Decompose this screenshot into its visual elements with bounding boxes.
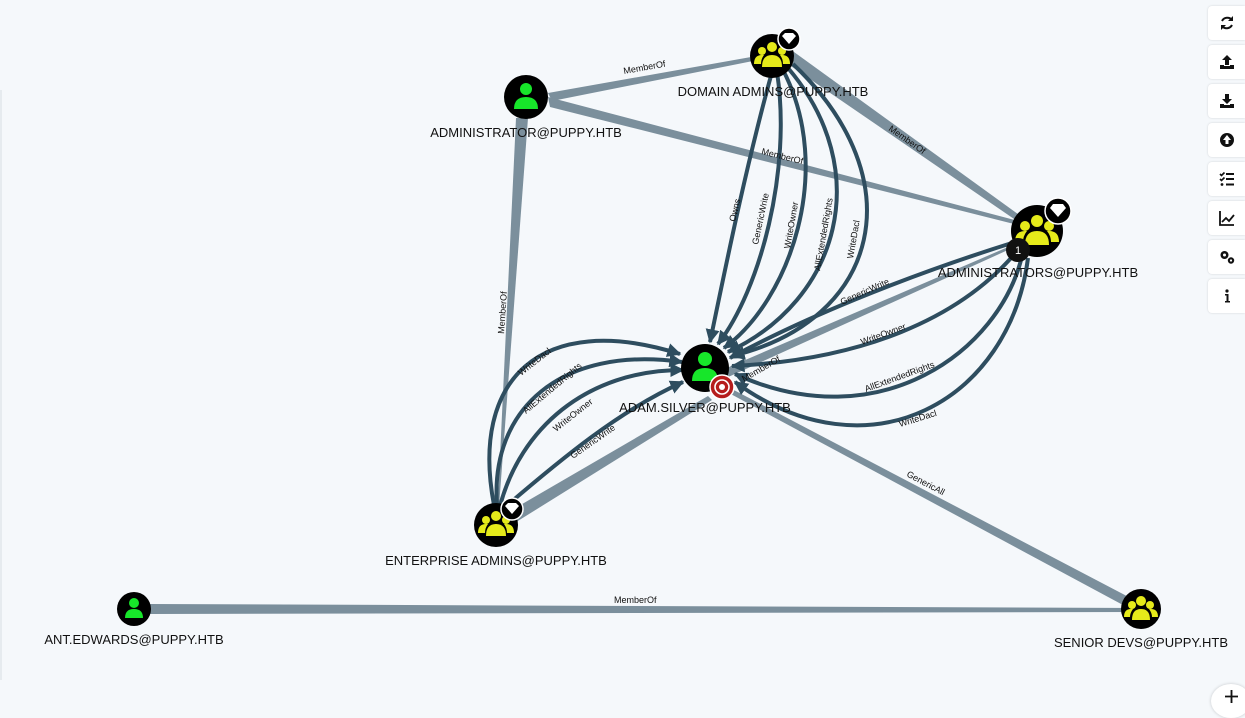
node-enterprise-admins[interactable]: ENTERPRISE ADMINS@PUPPY.HTB [385, 497, 607, 568]
refresh-icon [1220, 16, 1233, 30]
stats-button[interactable] [1208, 201, 1245, 235]
edge-da-allextended[interactable] [726, 66, 839, 354]
node-domain-admins[interactable]: DOMAIN ADMINS@PUPPY.HTB [678, 27, 869, 99]
node-ant-edwards[interactable]: ANT.EDWARDS@PUPPY.HTB [44, 592, 224, 647]
edge-ads-writedacl[interactable] [733, 257, 1030, 428]
node-administrators[interactable]: 1 ADMINISTRATORS@PUPPY.HTB [938, 197, 1138, 280]
edge-da-genericwrite[interactable] [716, 71, 783, 346]
group-icon [478, 511, 514, 536]
edge-label-ads-writedacl: WriteDacl [898, 408, 938, 429]
edge-adam-silver-administrators[interactable] [722, 238, 1030, 378]
group-icon [1015, 215, 1059, 245]
refresh-button[interactable] [1208, 6, 1245, 40]
edge-ea-allextended[interactable] [494, 353, 684, 506]
edge-da-owns[interactable] [705, 71, 774, 344]
upload-icon [1219, 55, 1234, 69]
download-icon [1219, 94, 1234, 108]
edge-administrator-administrators[interactable] [548, 97, 1030, 228]
node-senior-devs[interactable]: SENIOR DEVS@PUPPY.HTB [1054, 589, 1228, 650]
edge-ads-allextended[interactable] [733, 255, 1024, 399]
edge-enterprise-admins-adam-silver-thick[interactable] [505, 396, 712, 524]
edge-ea-writeowner[interactable] [498, 363, 685, 507]
info-icon [1224, 289, 1230, 303]
edge-ads-genericwrite[interactable] [728, 240, 1016, 360]
cogs-icon [1220, 251, 1234, 264]
node-label-administrators: ADMINISTRATORS@PUPPY.HTB [938, 265, 1138, 280]
node-label-adam-silver: ADAM.SILVER@PUPPY.HTB [619, 400, 791, 415]
download-button[interactable] [1208, 84, 1245, 118]
edge-senior-devs-adam-silver[interactable] [727, 388, 1142, 612]
target-badge-icon [709, 374, 735, 400]
edge-ant-edwards-senior-devs[interactable] [150, 604, 1140, 614]
count-badge: 1 [1006, 238, 1030, 262]
chart-line-icon [1218, 211, 1235, 226]
node-label-enterprise-admins: ENTERPRISE ADMINS@PUPPY.HTB [385, 553, 607, 568]
group-icon [1124, 596, 1158, 620]
diamond-badge-icon [777, 27, 801, 51]
node-label-administrator: ADMINISTRATOR@PUPPY.HTB [430, 125, 622, 140]
user-icon [514, 83, 538, 109]
node-adam-silver[interactable]: ADAM.SILVER@PUPPY.HTB [619, 344, 791, 415]
edge-ea-genericwrite[interactable] [502, 380, 685, 510]
node-label-senior-devs: SENIOR DEVS@PUPPY.HTB [1054, 635, 1228, 650]
list-check-icon [1218, 171, 1234, 186]
upload-data-button[interactable] [1208, 123, 1245, 157]
diamond-badge-icon [500, 497, 524, 521]
edge-ads-writeowner[interactable] [730, 248, 1020, 373]
edge-label-da-owns: Owns [727, 197, 742, 222]
graph-toolbar [1208, 6, 1245, 318]
left-panel-edge [0, 90, 2, 680]
node-label-domain-admins: DOMAIN ADMINS@PUPPY.HTB [678, 84, 869, 99]
settings-button[interactable] [1208, 240, 1245, 274]
edge-label-da-admins: MemberOf [887, 123, 928, 156]
edge-label-admin-ea: MemberOf [496, 291, 509, 335]
plus-icon [1224, 690, 1238, 703]
edge-administrator-enterprise-admins[interactable] [497, 118, 528, 520]
diamond-badge-icon [1044, 197, 1072, 225]
user-icon [692, 352, 718, 381]
queries-button[interactable] [1208, 162, 1245, 196]
edge-administrator-domain-admins[interactable] [548, 54, 768, 101]
edge-da-writedacl[interactable] [730, 62, 869, 360]
group-icon [754, 42, 790, 67]
upload-button[interactable] [1208, 45, 1245, 79]
info-button[interactable] [1208, 279, 1245, 313]
edge-domain-admins-administrators[interactable] [785, 52, 1040, 234]
edge-label-ea-writedacl: WriteDacl [516, 346, 553, 378]
edge-da-writeowner[interactable] [722, 69, 808, 350]
arrow-circle-up-icon [1219, 133, 1234, 147]
edge-ea-writedacl[interactable] [487, 338, 682, 506]
node-administrator[interactable]: ADMINISTRATOR@PUPPY.HTB [430, 75, 622, 140]
user-icon [125, 598, 143, 618]
count-badge-text: 1 [1015, 245, 1021, 257]
edge-label-ant-memberof: MemberOf [614, 595, 657, 605]
node-label-ant-edwards: ANT.EDWARDS@PUPPY.HTB [44, 632, 223, 647]
zoom-in-button[interactable] [1211, 684, 1245, 718]
